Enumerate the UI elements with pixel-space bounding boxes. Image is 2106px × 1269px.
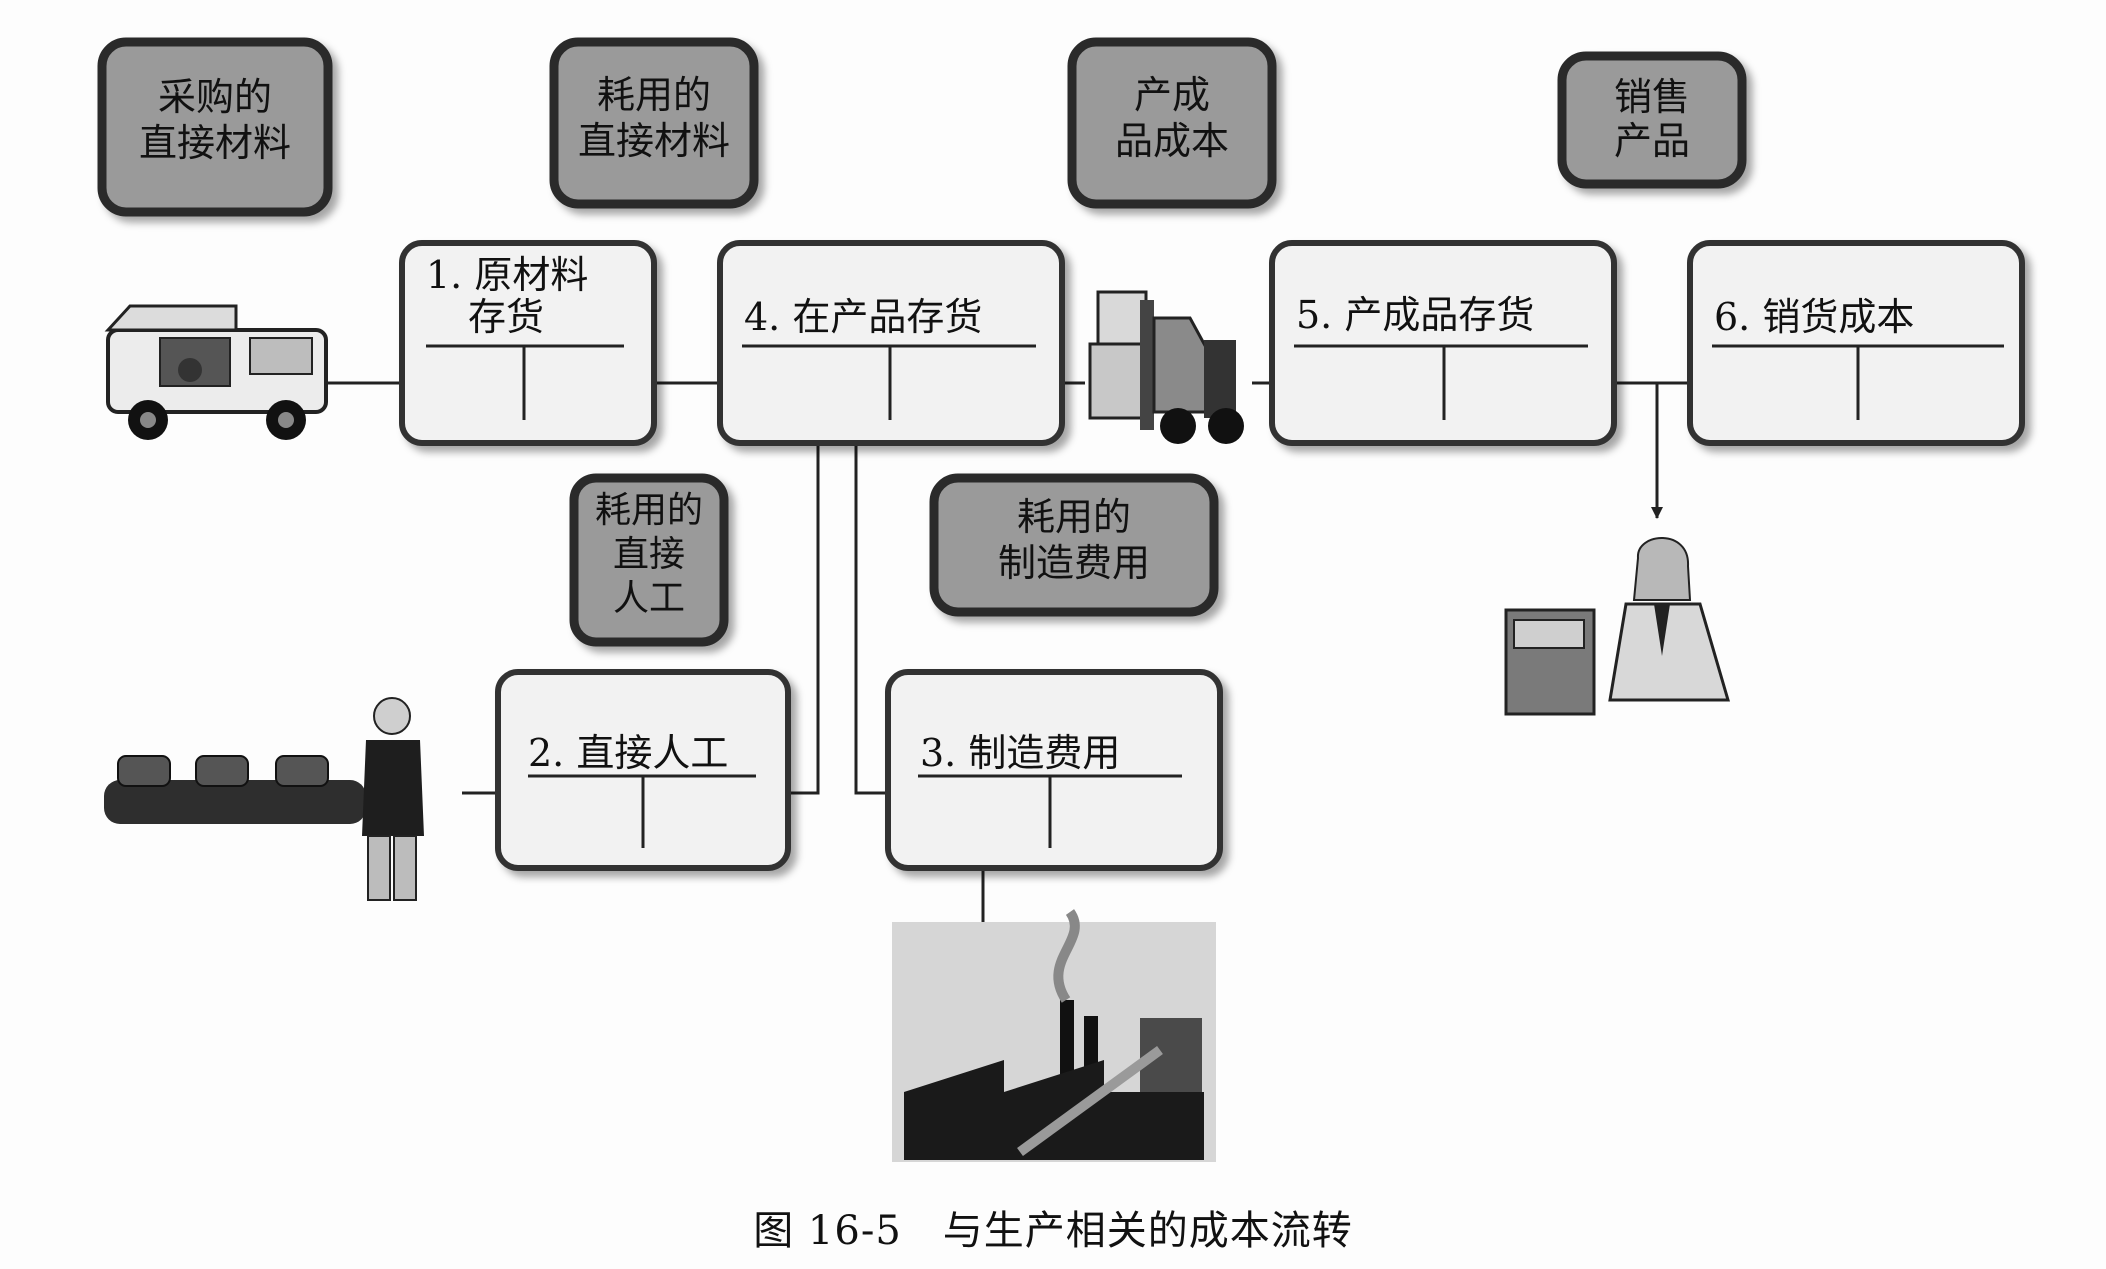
- label-used-direct-materials-line-1: 耗用的: [597, 73, 711, 117]
- account-work-in-process: 4. 在产品存货: [717, 240, 1065, 446]
- label-sold-products-line-2: 产品: [1614, 119, 1690, 163]
- label-used-overhead: 耗用的 制造费用: [929, 473, 1219, 617]
- label-used-overhead-line-1: 耗用的: [1017, 495, 1131, 539]
- account-direct-labor-label: 2. 直接人工: [528, 731, 728, 775]
- label-used-direct-labor-line-3: 人工: [613, 578, 685, 619]
- label-sold-products: 销售 产品: [1557, 51, 1747, 189]
- delivery-van-icon: [104, 304, 328, 440]
- account-finished-goods-label: 5. 产成品存货: [1296, 293, 1534, 337]
- forklift-icon: [1088, 290, 1244, 444]
- arrow-labor-to-wip: [786, 411, 824, 795]
- label-finished-goods-cost: 产成 品成本: [1067, 37, 1277, 209]
- label-purchased-direct-materials-line-1: 采购的: [158, 75, 272, 119]
- account-finished-goods: 5. 产成品存货: [1269, 240, 1617, 446]
- label-sold-products-line-1: 销售: [1614, 75, 1690, 119]
- account-raw-materials-line-1: 1. 原材料: [426, 253, 588, 297]
- factory-icon: [892, 909, 1216, 1162]
- account-manufacturing-overhead-label: 3. 制造费用: [920, 731, 1120, 775]
- label-finished-goods-cost-line-2: 品成本: [1115, 119, 1229, 163]
- assembly-worker-icon: [104, 697, 424, 901]
- label-used-overhead-line-2: 制造费用: [998, 541, 1150, 585]
- account-cost-of-goods-sold-label: 6. 销货成本: [1714, 295, 1914, 339]
- account-direct-labor: 2. 直接人工: [495, 669, 791, 871]
- label-used-direct-materials: 耗用的 直接材料: [549, 37, 759, 209]
- figure-caption: 图 16-5 与生产相关的成本流转: [753, 1208, 1353, 1254]
- label-used-direct-materials-line-2: 直接材料: [578, 119, 730, 163]
- label-used-direct-labor-line-1: 耗用的: [595, 490, 703, 531]
- label-finished-goods-cost-line-1: 产成: [1134, 73, 1210, 117]
- account-work-in-process-label: 4. 在产品存货: [744, 295, 982, 339]
- account-manufacturing-overhead: 3. 制造费用: [885, 669, 1223, 871]
- label-purchased-direct-materials-line-2: 直接材料: [139, 121, 291, 165]
- label-used-direct-labor-line-2: 直接: [613, 534, 685, 575]
- label-used-direct-labor: 耗用的 直接 人工: [569, 473, 729, 647]
- label-purchased-direct-materials: 采购的 直接材料: [97, 37, 333, 217]
- account-raw-materials-line-2: 存货: [468, 295, 544, 339]
- account-raw-materials: 1. 原材料 存货: [399, 240, 657, 446]
- arrow-overhead-to-wip: [850, 411, 888, 795]
- account-cost-of-goods-sold: 6. 销货成本: [1687, 240, 2025, 446]
- cashier-icon: [1504, 537, 1730, 716]
